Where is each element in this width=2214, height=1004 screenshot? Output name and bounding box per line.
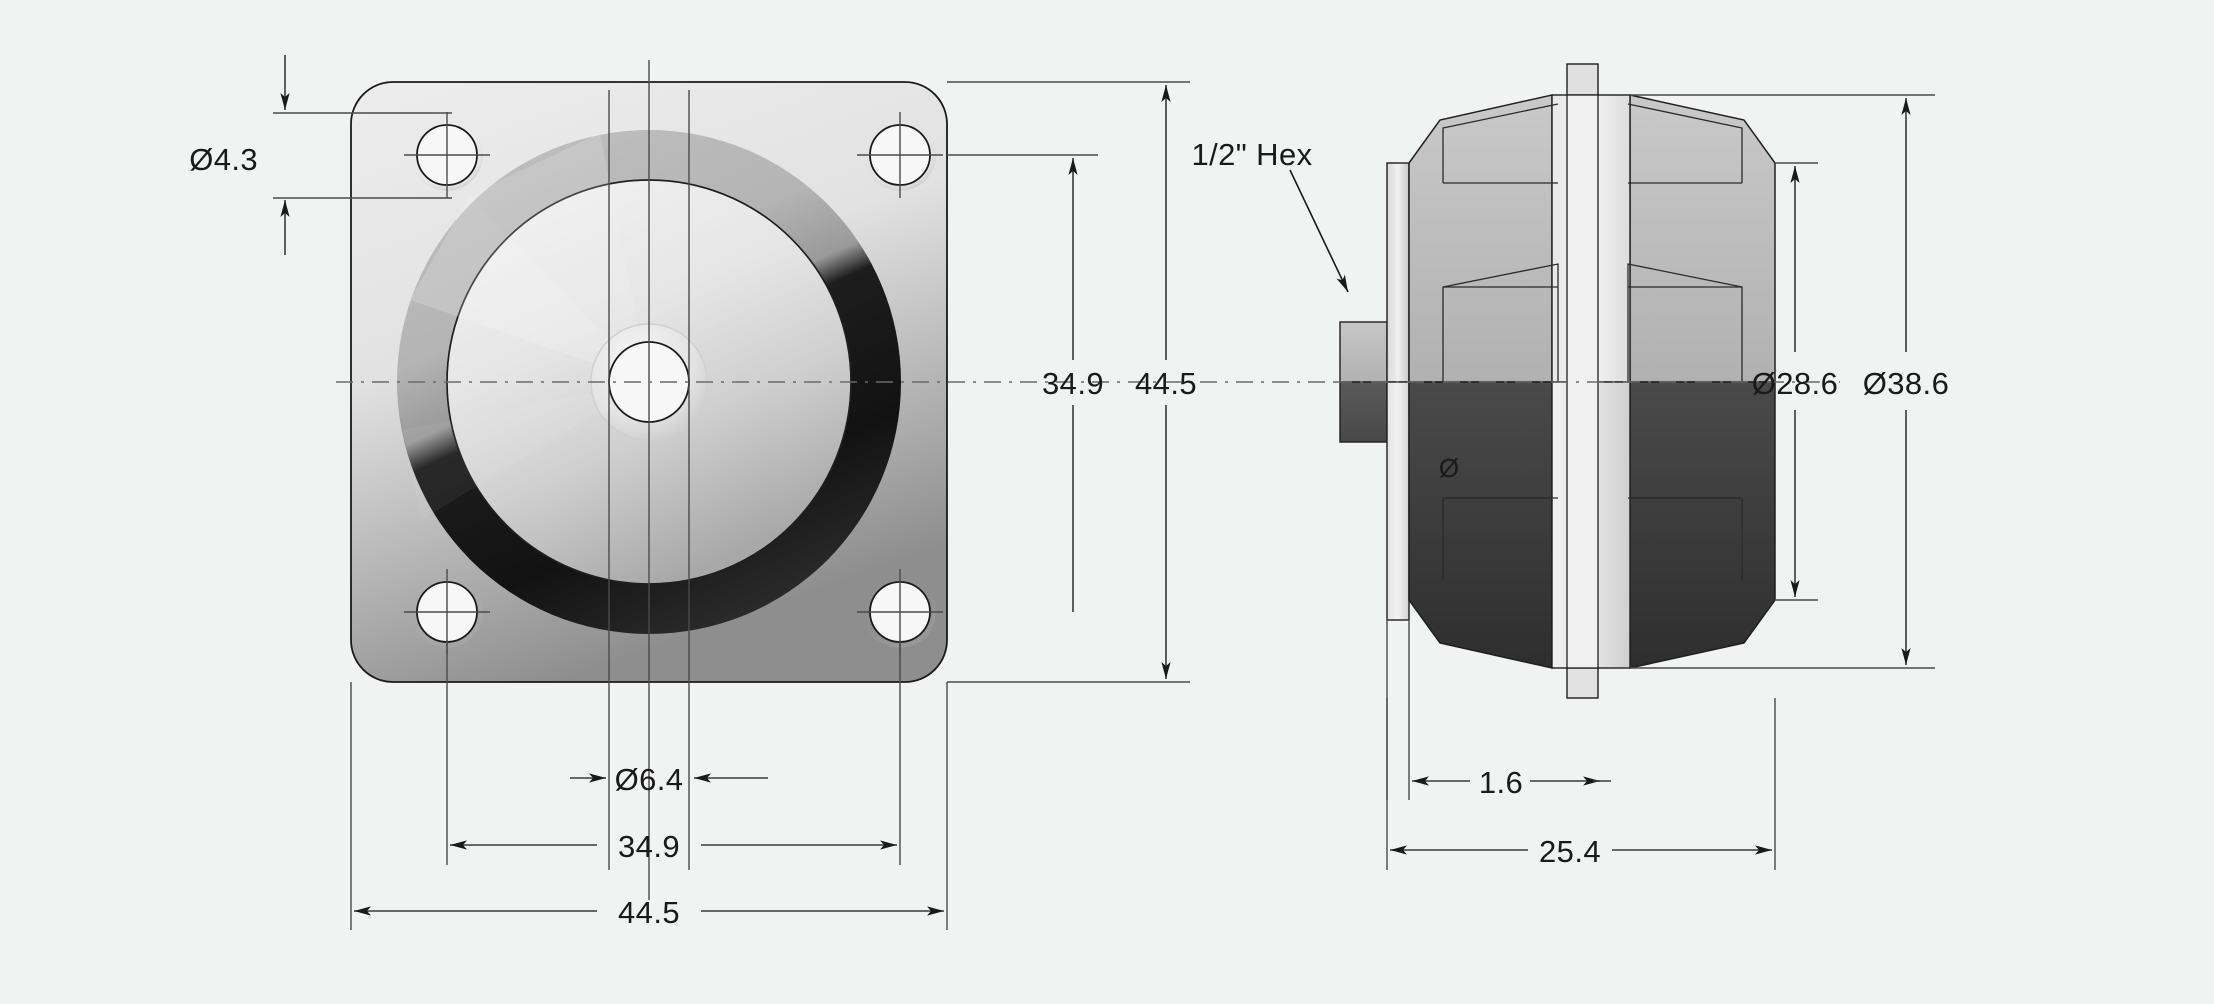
body-lower-left (1408, 381, 1553, 669)
dim-side-height-outer: 44.5 (947, 81, 1197, 683)
hex-stub-lower (1339, 381, 1388, 443)
slot-upper-left (1442, 103, 1559, 183)
dim-label-bolt-span: 34.9 (618, 829, 680, 864)
hex-stub-upper (1339, 321, 1388, 383)
center-rib-bottom (1566, 667, 1599, 699)
front-view-vertical-centerlines (608, 60, 690, 900)
dim-hole-diameter: Ø4.3 (189, 55, 452, 255)
slot-lower-left (1442, 497, 1558, 580)
front-view-group (336, 60, 1335, 900)
dim-center-bore: Ø6.4 (570, 762, 768, 797)
dim-label-side-height-inner: 34.9 (1042, 366, 1104, 401)
dim-flange-width: 44.5 (350, 682, 948, 930)
dim-label-side-height-outer: 44.5 (1135, 366, 1197, 401)
dim-overall-length: 25.4 (1386, 698, 1776, 870)
body-upper-left (1408, 94, 1553, 383)
dim-label-center-bore: Ø6.4 (615, 762, 684, 797)
center-rib-top (1566, 63, 1599, 96)
dim-label-hole-dia: Ø4.3 (189, 142, 258, 177)
dim-body-dia-outer: Ø38.6 (1630, 94, 1949, 669)
dim-label-flange-width: 44.5 (618, 895, 680, 930)
dim-bolt-span: 34.9 (446, 640, 901, 865)
bore-symbol-label: Ø (1439, 453, 1459, 483)
dim-label-flange-thickness: 1.6 (1479, 765, 1523, 800)
side-view-group: Ø (1335, 63, 1840, 699)
left-plate-upper (1386, 162, 1410, 383)
slot-lower-right (1628, 497, 1743, 580)
body-lower-right (1629, 381, 1776, 669)
left-plate-lower (1386, 381, 1410, 621)
hex-callout-group: 1/2" Hex (1191, 137, 1349, 293)
dim-label-hex-callout: 1/2" Hex (1191, 137, 1312, 172)
rubber-facets (403, 133, 649, 520)
dim-label-body-dia-inner: Ø28.6 (1752, 366, 1838, 401)
dim-label-overall-length: 25.4 (1539, 834, 1601, 869)
slot-upper-right (1627, 103, 1743, 183)
dim-body-dia-inner: Ø28.6 (1752, 162, 1838, 601)
body-upper-right (1629, 94, 1776, 383)
dim-side-height-inner: 34.9 (947, 154, 1104, 612)
dim-label-body-dia-outer: Ø38.6 (1863, 366, 1949, 401)
dim-flange-thickness: 1.6 (1386, 620, 1611, 800)
